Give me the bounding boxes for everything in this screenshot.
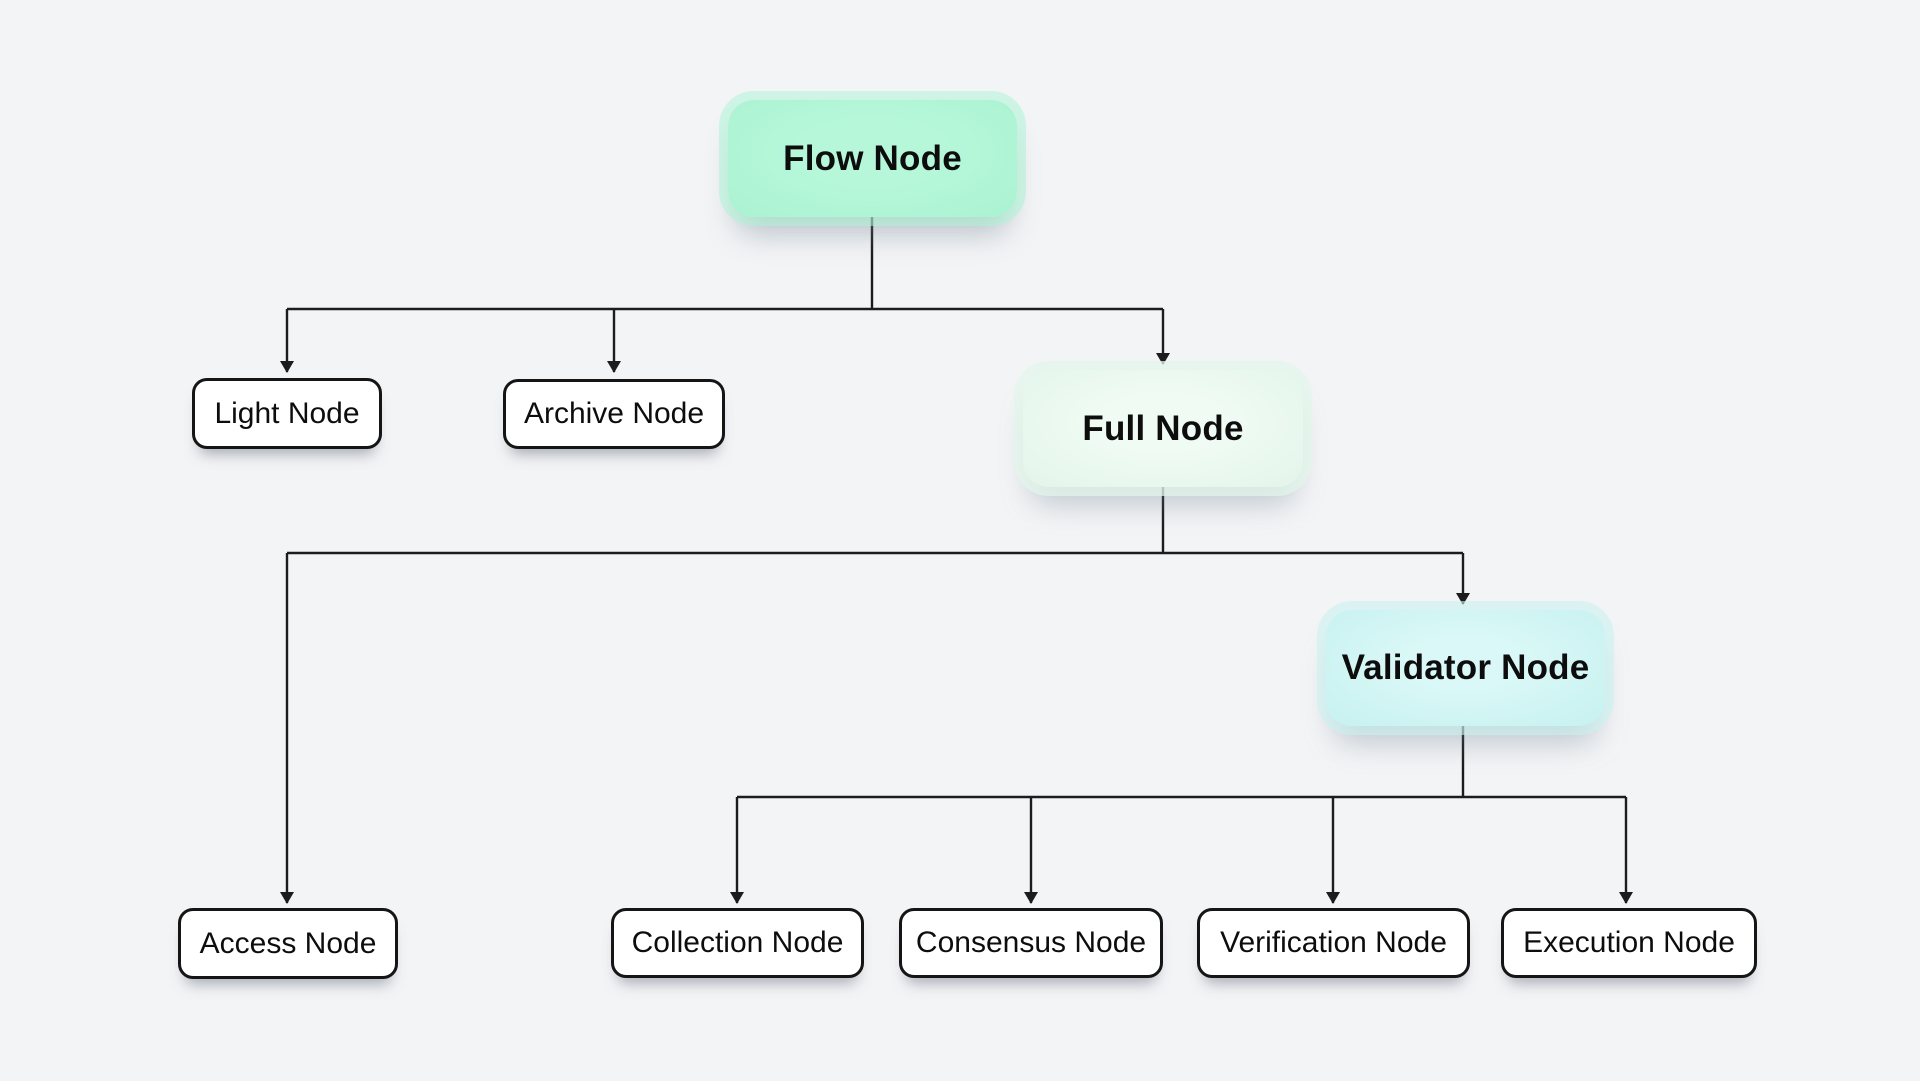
node-execution: Execution Node [1501,908,1757,978]
node-verification: Verification Node [1197,908,1470,978]
node-access: Access Node [178,908,398,979]
node-collection: Collection Node [611,908,864,978]
node-consensus: Consensus Node [899,908,1163,978]
node-validator: Validator Node [1326,610,1605,726]
node-full: Full Node [1023,370,1303,487]
node-archive: Archive Node [503,379,725,449]
node-flow: Flow Node [728,100,1017,217]
node-light: Light Node [192,378,382,449]
